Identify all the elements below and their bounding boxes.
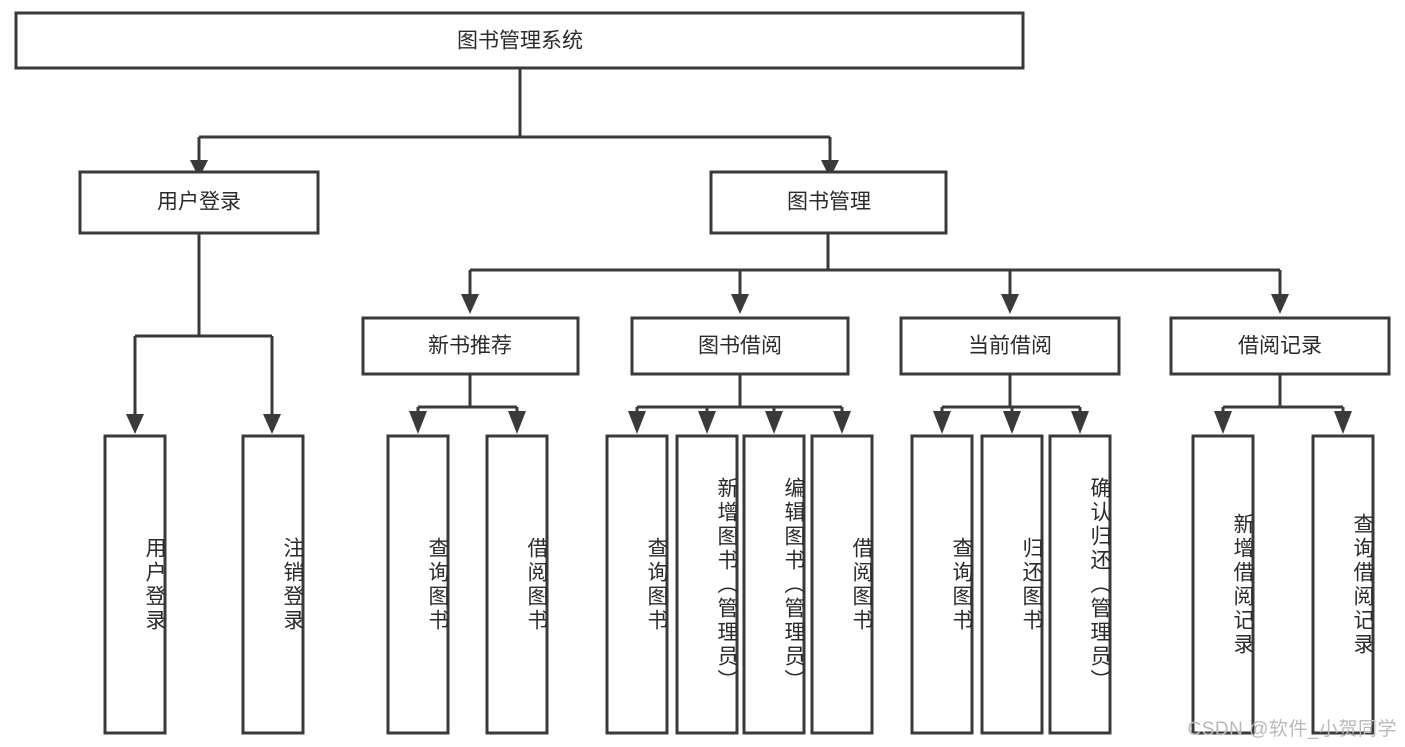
connector-root-trunk [197,68,832,163]
arrow-to-leaf-confirm-return [1071,411,1089,434]
arrow-to-leaf-query-book-borrow [628,411,646,434]
node-new-book-rec-box[interactable] [361,316,580,376]
leaf-borrow-book-rec-box[interactable] [485,434,549,735]
leaf-query-borrow-record-box[interactable] [1311,434,1375,735]
arrow-to-leaf-query-borrow-record [1334,411,1352,434]
connector-book-borrow-fan [635,374,844,418]
node-book-borrow-label: 图书借阅 [698,335,782,358]
node-new-book-rec[interactable]: 新书推荐 [361,316,580,376]
arrow-to-leaf-borrow-book [833,411,851,434]
leaf-user-login-box[interactable] [103,434,167,735]
node-book-borrow-box[interactable] [630,316,850,376]
arrow-to-current-borrow [1001,294,1019,314]
node-user-login[interactable]: 用户登录 [78,170,320,235]
node-current-borrow-label: 当前借阅 [968,335,1052,358]
arrow-to-user-login [190,160,208,178]
leaf-add-borrow-record-box[interactable] [1191,434,1255,735]
node-current-borrow[interactable]: 当前借阅 [899,316,1121,376]
leaf-logout-login-box[interactable] [241,434,305,735]
leaf-query-book-borrow-box[interactable] [605,434,669,735]
node-book-manage-label: 图书管理 [787,191,871,214]
connector-book-manage-fan [468,233,1282,298]
arrow-to-leaf-edit-book [765,411,783,434]
arrow-to-leaf-logout-login [263,414,281,434]
node-book-manage-box[interactable] [709,170,948,235]
node-borrow-record[interactable]: 借阅记录 [1169,316,1391,376]
connector-new-book-rec-fan [416,374,519,418]
node-user-login-box[interactable] [78,170,320,235]
leaf-query-book-rec-box[interactable] [386,434,450,735]
node-borrow-record-box[interactable] [1169,316,1391,376]
arrow-to-book-borrow [731,294,749,314]
leaf-box-layer [103,434,1375,735]
node-book-manage[interactable]: 图书管理 [709,170,948,235]
connector-layer [126,68,1352,434]
node-book-borrow[interactable]: 图书借阅 [630,316,850,376]
arrow-to-borrow-record [1271,294,1289,314]
arrow-to-leaf-return-book [1003,411,1021,434]
node-root-box[interactable] [14,11,1025,70]
leaf-add-book-box[interactable] [675,434,739,735]
leaf-return-book-box[interactable] [980,434,1044,735]
connector-user-login-fan [133,233,274,418]
node-layer: 图书管理系统 用户登录 图书管理 新书推荐 图书借阅 当前借阅 [14,11,1391,735]
leaf-borrow-book-box[interactable] [810,434,874,735]
arrow-to-leaf-add-book [698,411,716,434]
arrow-to-new-book-rec [461,294,479,314]
arrow-to-leaf-query-book-current [933,411,951,434]
arrow-to-leaf-user-login [126,414,144,434]
csdn-watermark: CSDN @软件_小贺同学 [1187,719,1397,740]
node-current-borrow-box[interactable] [899,316,1121,376]
node-root-label: 图书管理系统 [457,30,583,53]
connector-borrow-record-fan [1221,374,1345,418]
leaf-edit-book-box[interactable] [742,434,806,735]
arrow-to-leaf-borrow-book-rec [508,411,526,434]
arrow-to-book-manage [821,160,839,178]
node-borrow-record-label: 借阅记录 [1238,335,1322,358]
leaf-confirm-return-box[interactable] [1048,434,1112,735]
arrow-to-leaf-query-book-rec [409,411,427,434]
node-new-book-rec-label: 新书推荐 [428,335,512,358]
node-root[interactable]: 图书管理系统 [14,11,1025,70]
leaf-query-book-current-box[interactable] [910,434,974,735]
arrow-to-leaf-add-borrow-record [1214,411,1232,434]
node-user-login-label: 用户登录 [157,191,241,214]
